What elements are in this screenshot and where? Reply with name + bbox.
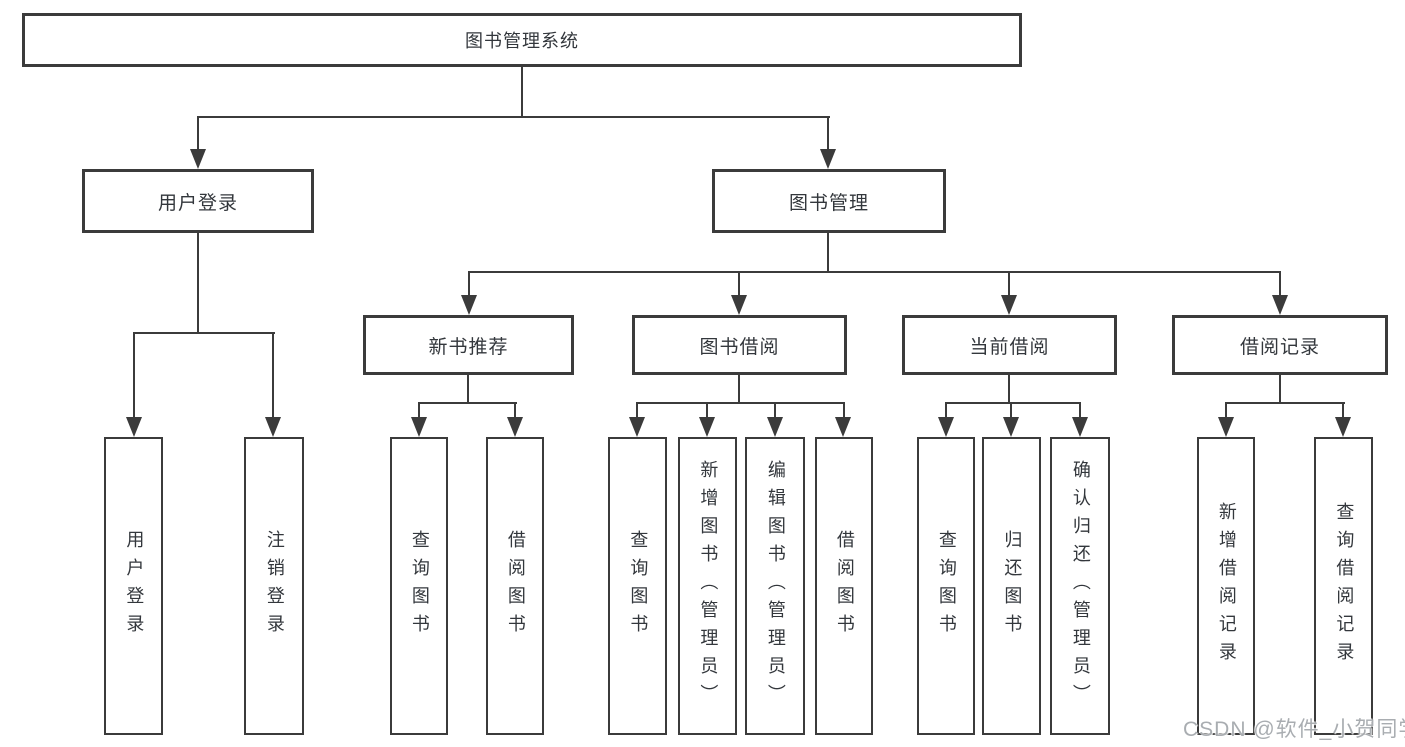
arrowhead-icon — [190, 149, 206, 169]
connector-drop-book-borrow — [738, 271, 740, 297]
leaf-logout: 注销登录 — [244, 437, 304, 735]
leaf-query-books-1: 查询图书 — [390, 437, 448, 735]
connector-drop-new-book — [468, 271, 470, 297]
connector-records-bar — [1225, 402, 1345, 404]
connector-drop — [1010, 402, 1012, 419]
leaf-label: 注销登录 — [264, 530, 285, 642]
connector-new-book-stem — [467, 375, 469, 404]
connector-drop-current-borrow — [1008, 271, 1010, 297]
connector-user-login-bar — [133, 332, 275, 334]
arrowhead-icon — [835, 417, 851, 437]
arrowhead-icon — [411, 417, 427, 437]
connector-book-borrow-stem — [738, 375, 740, 404]
connector-user-login-stem — [197, 233, 199, 334]
leaf-label: 用户登录 — [124, 530, 145, 642]
arrowhead-icon — [1003, 417, 1019, 437]
connector-drop — [1225, 402, 1227, 419]
node-user-login: 用户登录 — [82, 169, 314, 233]
leaf-query-books-2: 查询图书 — [608, 437, 667, 735]
node-root-library-system: 图书管理系统 — [22, 13, 1022, 67]
connector-records-stem — [1279, 375, 1281, 404]
node-borrow-records: 借阅记录 — [1172, 315, 1388, 375]
node-label: 用户登录 — [157, 192, 238, 214]
leaf-label: 查询图书 — [936, 530, 957, 642]
connector-drop — [1079, 402, 1081, 419]
node-current-borrow: 当前借阅 — [902, 315, 1117, 375]
connector-drop — [636, 402, 638, 419]
arrowhead-icon — [1335, 417, 1351, 437]
connector-drop-user-login — [197, 116, 199, 151]
leaf-borrow-books-1: 借阅图书 — [486, 437, 544, 735]
arrowhead-icon — [820, 149, 836, 169]
node-label: 图书管理 — [788, 192, 869, 214]
arrowhead-icon — [731, 295, 747, 315]
node-new-book-recommend: 新书推荐 — [363, 315, 574, 375]
leaf-label: 借阅图书 — [834, 530, 855, 642]
arrowhead-icon — [461, 295, 477, 315]
node-label: 借阅记录 — [1239, 336, 1320, 358]
arrowhead-icon — [767, 417, 783, 437]
leaf-add-books-admin: 新增图书（管理员） — [678, 437, 737, 735]
connector-current-borrow-bar — [945, 402, 1081, 404]
connector-book-mgmt-stem — [827, 233, 829, 273]
leaf-label: 查询图书 — [409, 530, 430, 642]
arrowhead-icon — [265, 417, 281, 437]
leaf-add-borrow-record: 新增借阅记录 — [1197, 437, 1255, 735]
connector-drop — [843, 402, 845, 419]
leaf-query-books-3: 查询图书 — [917, 437, 975, 735]
leaf-return-books: 归还图书 — [982, 437, 1041, 735]
connector-root-stem — [521, 67, 523, 117]
node-label: 图书管理系统 — [465, 31, 579, 51]
leaf-edit-books-admin: 编辑图书（管理员） — [745, 437, 805, 735]
node-book-management: 图书管理 — [712, 169, 946, 233]
leaf-borrow-books-2: 借阅图书 — [815, 437, 873, 735]
leaf-confirm-return-admin: 确认归还（管理员） — [1050, 437, 1110, 735]
arrowhead-icon — [1218, 417, 1234, 437]
arrowhead-icon — [126, 417, 142, 437]
connector-drop-borrow-records — [1279, 271, 1281, 297]
arrowhead-icon — [1001, 295, 1017, 315]
csdn-watermark: CSDN @软件_小贺同学 — [1183, 718, 1405, 741]
connector-drop-logout — [272, 332, 274, 419]
connector-drop — [945, 402, 947, 419]
leaf-label: 查询图书 — [628, 530, 649, 642]
arrowhead-icon — [938, 417, 954, 437]
connector-drop-login — [133, 332, 135, 419]
connector-book-mgmt-bar — [468, 271, 1281, 273]
leaf-label: 查询借阅记录 — [1334, 502, 1355, 670]
connector-current-borrow-stem — [1008, 375, 1010, 404]
leaf-query-borrow-record: 查询借阅记录 — [1314, 437, 1373, 735]
connector-book-borrow-bar — [636, 402, 845, 404]
connector-new-book-bar — [418, 402, 517, 404]
connector-root-branch-bar — [197, 116, 830, 118]
arrowhead-icon — [629, 417, 645, 437]
connector-drop — [706, 402, 708, 419]
arrowhead-icon — [1072, 417, 1088, 437]
leaf-user-login: 用户登录 — [104, 437, 163, 735]
leaf-label: 新增图书（管理员） — [698, 460, 719, 712]
node-book-borrow: 图书借阅 — [632, 315, 847, 375]
leaf-label: 新增借阅记录 — [1216, 502, 1237, 670]
node-label: 新书推荐 — [428, 336, 509, 358]
leaf-label: 归还图书 — [1002, 530, 1023, 642]
leaf-label: 确认归还（管理员） — [1070, 460, 1091, 712]
connector-drop — [774, 402, 776, 419]
arrowhead-icon — [507, 417, 523, 437]
arrowhead-icon — [1272, 295, 1288, 315]
arrowhead-icon — [699, 417, 715, 437]
node-label: 图书借阅 — [699, 336, 780, 358]
connector-drop-book-mgmt — [827, 116, 829, 151]
node-label: 当前借阅 — [969, 336, 1050, 358]
leaf-label: 编辑图书（管理员） — [765, 460, 786, 712]
connector-drop — [514, 402, 516, 419]
connector-drop — [1342, 402, 1344, 419]
connector-drop — [418, 402, 420, 419]
leaf-label: 借阅图书 — [505, 530, 526, 642]
